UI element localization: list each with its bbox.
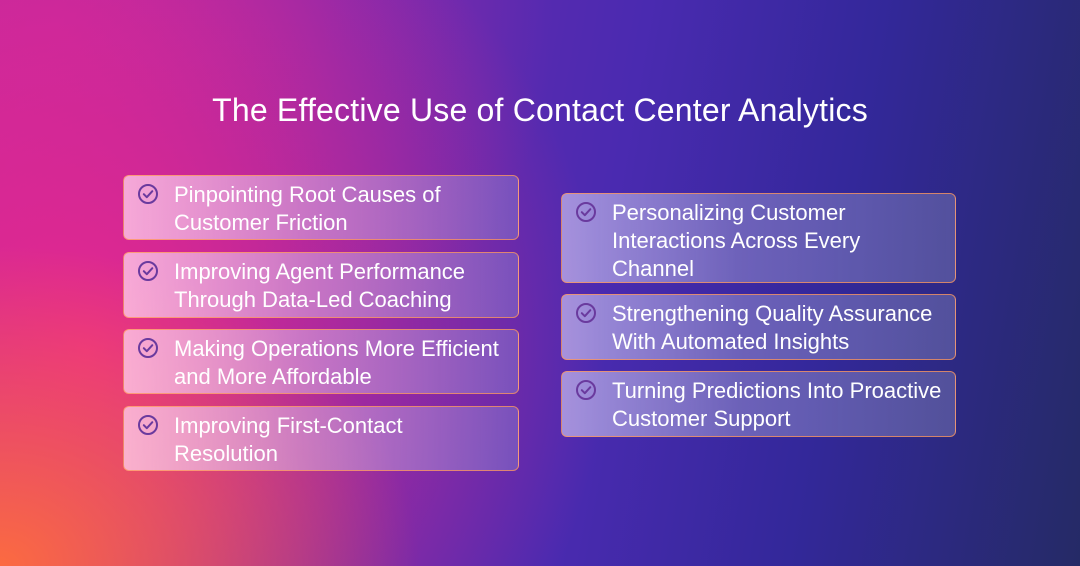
page-title: The Effective Use of Contact Center Anal…	[212, 92, 868, 128]
list-item: Improving Agent Performance Through Data…	[123, 252, 519, 318]
list-item: Personalizing Customer Interactions Acro…	[561, 193, 956, 283]
item-label: Strengthening Quality Assurance With Aut…	[612, 301, 933, 354]
item-label: Personalizing Customer Interactions Acro…	[612, 200, 861, 281]
check-circle-icon	[138, 261, 158, 281]
item-label: Pinpointing Root Causes of Customer Fric…	[174, 182, 441, 235]
list-item: Improving First-Contact Resolution	[123, 406, 519, 471]
check-circle-icon	[138, 338, 158, 358]
check-circle-icon	[138, 415, 158, 435]
list-item: Pinpointing Root Causes of Customer Fric…	[123, 175, 519, 240]
list-item: Making Operations More Efficient and Mor…	[123, 329, 519, 394]
check-circle-icon	[576, 303, 596, 323]
check-circle-icon	[138, 184, 158, 204]
check-circle-icon	[576, 380, 596, 400]
item-label: Turning Predictions Into Proactive Custo…	[612, 378, 942, 431]
item-label: Improving Agent Performance Through Data…	[174, 259, 466, 312]
item-label: Improving First-Contact Resolution	[174, 413, 403, 466]
list-item: Strengthening Quality Assurance With Aut…	[561, 294, 956, 360]
check-circle-icon	[576, 202, 596, 222]
item-label: Making Operations More Efficient and Mor…	[174, 336, 499, 389]
list-item: Turning Predictions Into Proactive Custo…	[561, 371, 956, 437]
